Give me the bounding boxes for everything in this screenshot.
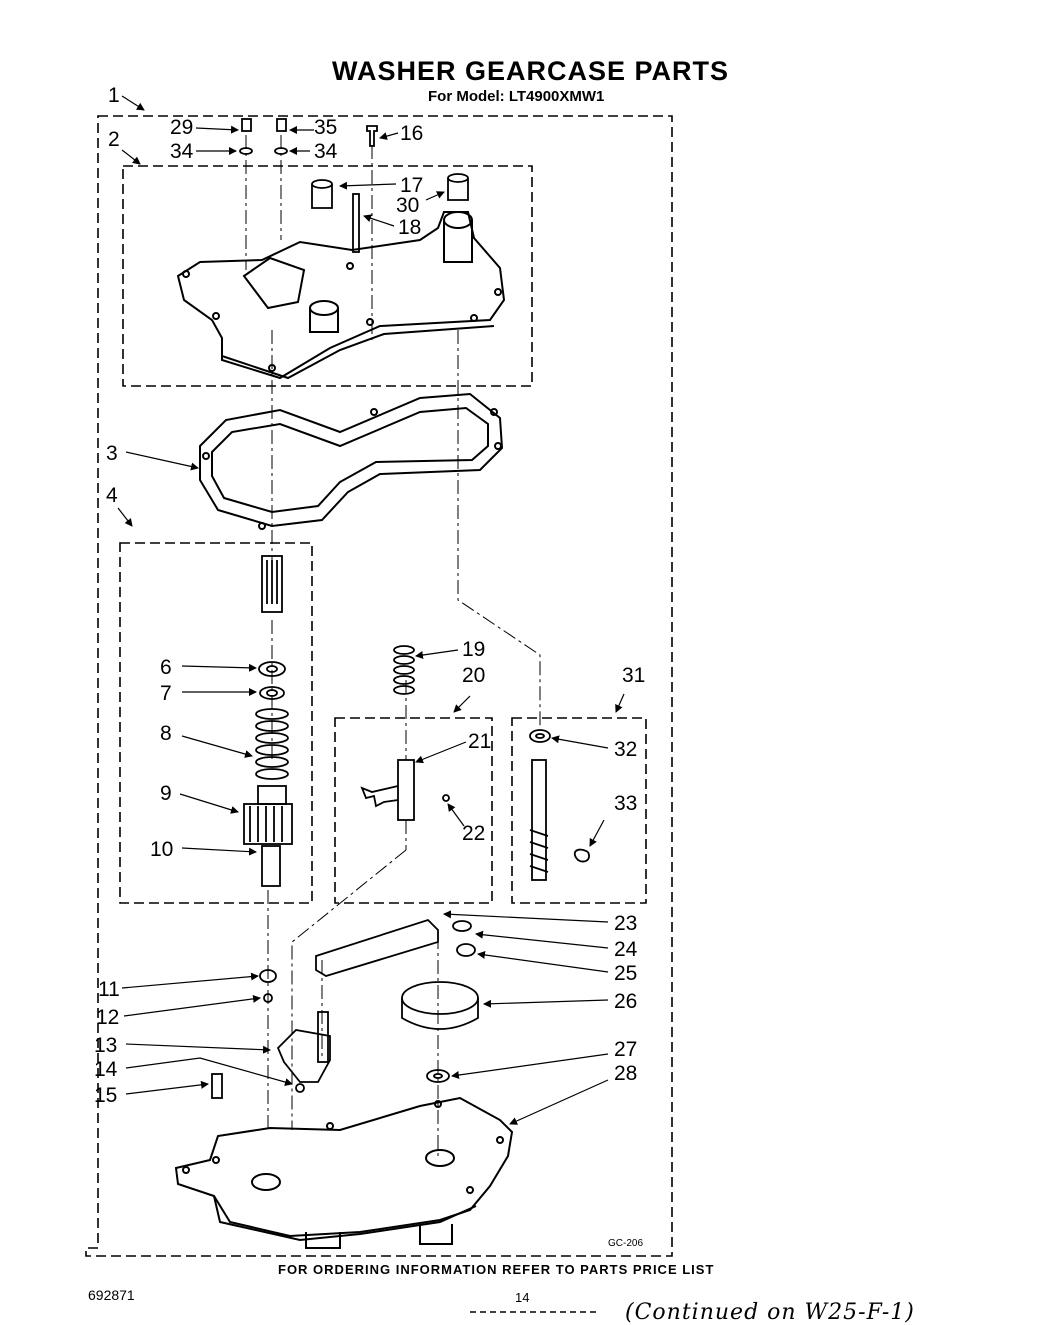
callout-18: 18 xyxy=(398,216,421,239)
bushings-17-30-pin-18 xyxy=(311,173,469,253)
callout-34-right: 34 xyxy=(314,140,338,163)
callout-20: 20 xyxy=(462,664,485,687)
callout-22: 22 xyxy=(462,822,485,845)
callout-35: 35 xyxy=(314,116,337,139)
lower-gearcase-housing xyxy=(174,1096,514,1249)
callout-26: 26 xyxy=(614,990,637,1013)
callout-24: 24 xyxy=(614,938,638,961)
callout-29: 29 xyxy=(170,116,193,139)
callout-21: 21 xyxy=(468,730,491,753)
callout-1: 1 xyxy=(108,84,120,107)
pinion-assembly-parts-6-10 xyxy=(243,555,293,887)
callout-28: 28 xyxy=(614,1062,637,1085)
callout-8: 8 xyxy=(160,722,172,745)
callout-14: 14 xyxy=(94,1058,118,1081)
document-number: 692871 xyxy=(88,1287,135,1303)
callout-17: 17 xyxy=(400,174,423,197)
callouts: 1 2 3 4 6 7 8 9 10 11 12 13 14 15 16 17 … xyxy=(94,84,645,1125)
callout-4: 4 xyxy=(106,484,118,507)
callout-7: 7 xyxy=(160,682,172,705)
callout-23: 23 xyxy=(614,912,637,935)
ordering-info-footer: FOR ORDERING INFORMATION REFER TO PARTS … xyxy=(278,1262,715,1277)
callout-11: 11 xyxy=(98,978,120,1001)
callout-32: 32 xyxy=(614,738,637,761)
assembly-2-boundary xyxy=(122,165,533,387)
callout-9: 9 xyxy=(160,782,172,805)
diagram-code: GC-206 xyxy=(608,1238,643,1249)
callout-13: 13 xyxy=(94,1034,117,1057)
shift-fork-parts-19-22 xyxy=(360,645,450,821)
callout-33: 33 xyxy=(614,792,637,815)
callout-30: 30 xyxy=(396,194,419,217)
page-number: 14 xyxy=(515,1290,530,1305)
assembly-20-boundary xyxy=(334,717,493,904)
callout-15: 15 xyxy=(94,1084,117,1107)
assembly-4-boundary xyxy=(119,542,313,904)
shaft-parts-31-33 xyxy=(529,729,590,881)
callout-3: 3 xyxy=(106,442,118,465)
callout-25: 25 xyxy=(614,962,637,985)
callout-16: 16 xyxy=(400,122,423,145)
lower-linkage-parts-11-27 xyxy=(211,918,479,1099)
model-subtitle: For Model: LT4900XMW1 xyxy=(428,88,605,105)
small-hardware-29-35-34-16 xyxy=(239,118,378,155)
callout-10: 10 xyxy=(150,838,173,861)
callout-2: 2 xyxy=(108,128,120,151)
callout-34-left: 34 xyxy=(170,140,194,163)
callout-12: 12 xyxy=(96,1006,119,1029)
callout-6: 6 xyxy=(160,656,172,679)
upper-gearcase-cover xyxy=(176,211,506,380)
assembly-31-boundary xyxy=(511,717,647,904)
callout-19: 19 xyxy=(462,638,485,661)
handwritten-note: (Continued on W25-F-1) xyxy=(625,1300,915,1325)
callout-31: 31 xyxy=(622,664,645,687)
page-title: WASHER GEARCASE PARTS xyxy=(332,56,730,86)
gasket-part-3 xyxy=(199,392,504,530)
callout-27: 27 xyxy=(614,1038,637,1061)
assembly-1-boundary xyxy=(85,115,673,1257)
